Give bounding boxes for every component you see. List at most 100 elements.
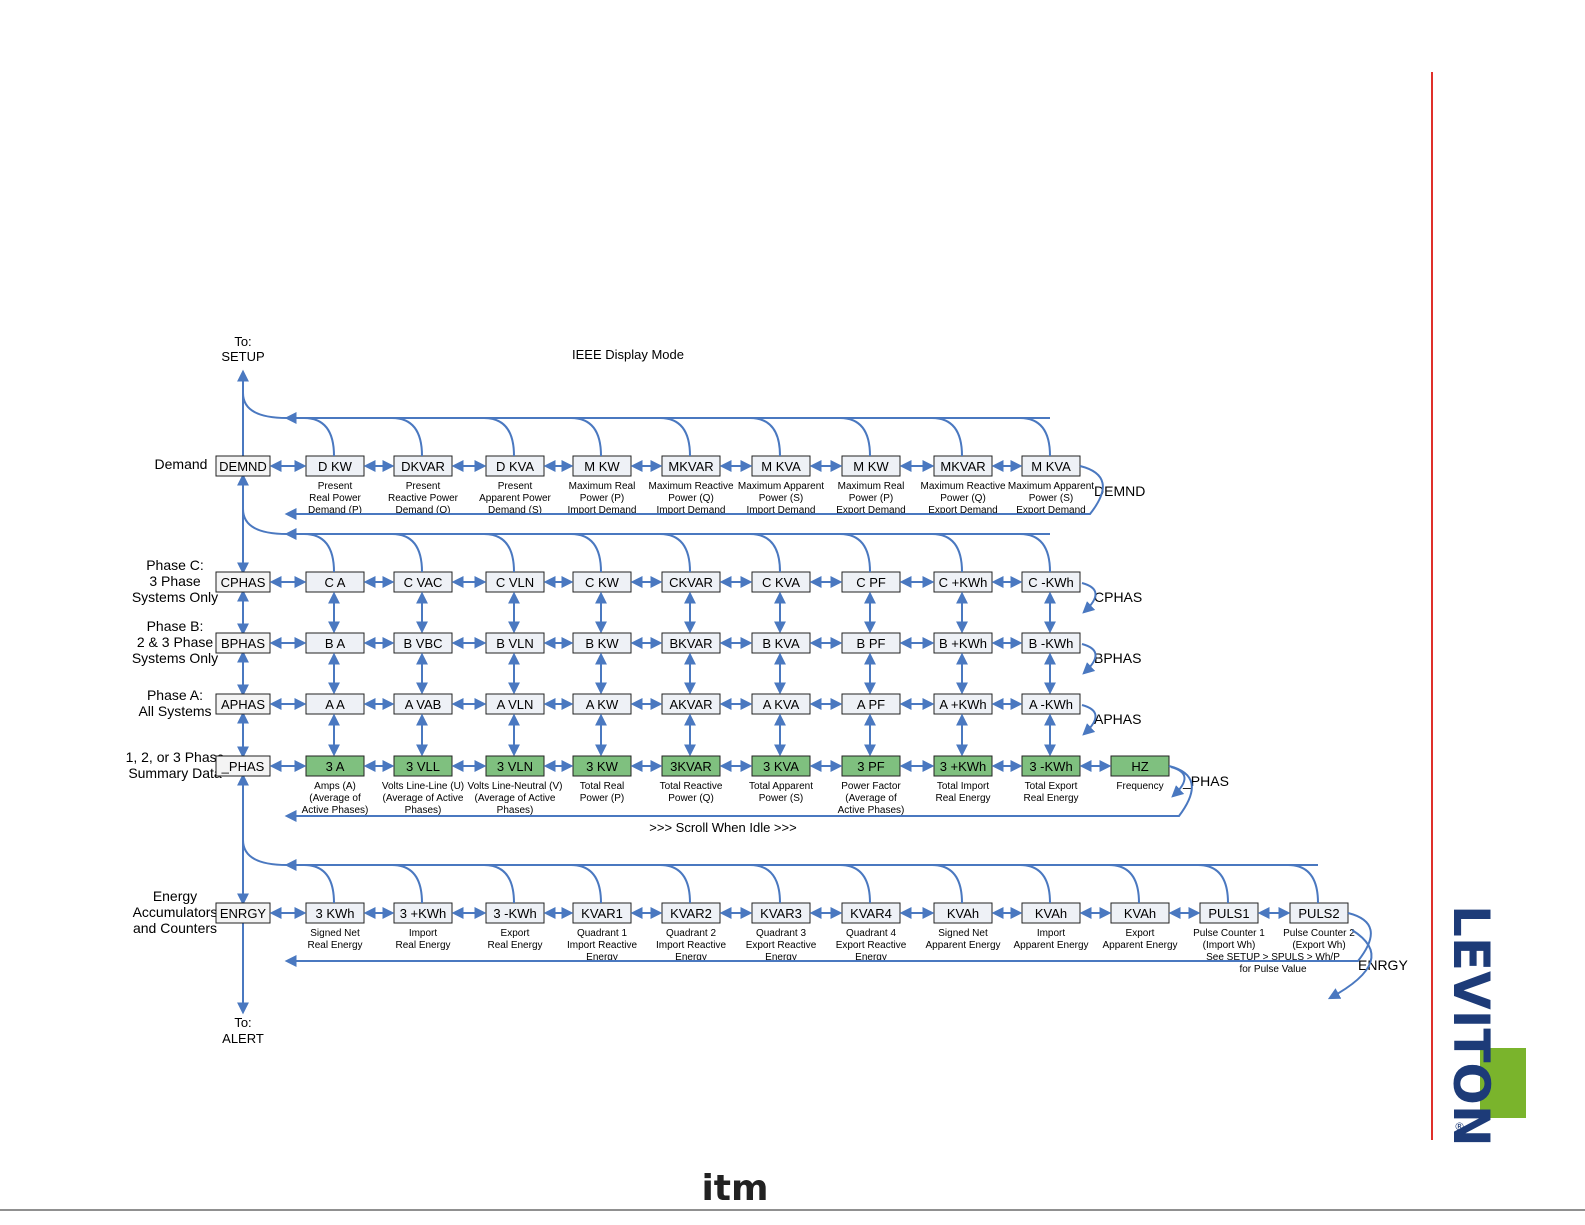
display-code: C A — [325, 575, 346, 590]
display-code: 3 PF — [857, 759, 885, 774]
loop-energy-11 — [1287, 864, 1319, 904]
display-code: A VAB — [405, 697, 442, 712]
display-code: B VBC — [403, 636, 442, 651]
display-code: MKVAR — [668, 459, 713, 474]
footer-logo: itm — [701, 1168, 768, 1209]
loop-demand-1 — [391, 417, 423, 457]
row-label-phase-c: Systems Only — [132, 589, 218, 605]
display-desc: Volts Line-Neutral (V) — [467, 781, 562, 792]
display-desc: Power (S) — [759, 793, 803, 804]
display-code: B KVA — [762, 636, 800, 651]
display-desc: Quadrant 4 — [846, 928, 896, 939]
display-code: D KW — [318, 459, 353, 474]
row-label-energy: Energy — [153, 888, 197, 904]
display-desc: Pulse Counter 2 — [1283, 928, 1355, 939]
display-code: 3 KVA — [763, 759, 799, 774]
return-curl-energy — [1327, 929, 1373, 1000]
display-desc: Import — [1037, 928, 1066, 939]
display-desc: Power (Q) — [668, 793, 714, 804]
display-desc: Power (P) — [849, 493, 893, 504]
display-desc: Phases) — [405, 805, 442, 816]
loop-energy-9 — [1108, 864, 1140, 904]
display-code: 3KVAR — [670, 759, 712, 774]
display-desc: Frequency — [1116, 781, 1163, 792]
display-desc: Reactive Power — [388, 493, 459, 504]
display-code: KVAh — [1124, 906, 1156, 921]
display-code: 3 KWh — [315, 906, 354, 921]
display-code: KVAh — [947, 906, 979, 921]
to-setup-line1: To: — [234, 334, 251, 349]
display-desc: Demand (P) — [308, 505, 362, 516]
display-desc: Import Reactive — [656, 940, 726, 951]
display-code: 3 +KWh — [940, 759, 987, 774]
display-desc: Apparent Power — [479, 493, 551, 504]
loop-phase-c-2 — [483, 533, 515, 573]
loop-energy-1 — [391, 864, 423, 904]
display-desc: (Average of Active — [383, 793, 464, 804]
display-code: B -KWh — [1029, 636, 1074, 651]
display-code: C VLN — [496, 575, 534, 590]
display-desc: Maximum Real — [838, 481, 905, 492]
display-desc: Energy — [855, 952, 887, 963]
return-curl-phase-b — [1081, 643, 1097, 675]
display-desc: Maximum Apparent — [1008, 481, 1094, 492]
display-desc: Total Export — [1025, 781, 1078, 792]
loop-demand-5 — [749, 417, 781, 457]
display-code: 3 VLL — [406, 759, 440, 774]
display-code: C PF — [856, 575, 886, 590]
display-desc: Pulse Counter 1 — [1193, 928, 1265, 939]
loop-phase-c-8 — [1019, 533, 1051, 573]
display-desc: Import Demand — [657, 505, 726, 516]
row-label-energy: and Counters — [133, 920, 217, 936]
return-curve-phase-c — [242, 508, 288, 535]
loop-phase-c-4 — [659, 533, 691, 573]
display-desc: (Average of — [309, 793, 361, 804]
logo-green-square — [1480, 1048, 1526, 1118]
display-code: C KW — [585, 575, 620, 590]
display-desc: Power Factor — [841, 781, 901, 792]
display-desc: (Average of Active — [475, 793, 556, 804]
display-desc: Phases) — [497, 805, 534, 816]
row-label-demand: Demand — [155, 456, 208, 472]
display-desc: Active Phases) — [302, 805, 369, 816]
display-desc: Export Demand — [1016, 505, 1085, 516]
row-label-phase-b: Phase B: — [147, 618, 204, 634]
mode-label-phase-a: APHAS — [221, 697, 265, 712]
display-desc: Export Reactive — [836, 940, 907, 951]
display-code: A VLN — [497, 697, 534, 712]
display-desc: Apparent Energy — [1102, 940, 1177, 951]
display-code: KVAh — [1035, 906, 1067, 921]
display-desc: Power (S) — [1029, 493, 1073, 504]
display-code: A +KWh — [939, 697, 986, 712]
display-desc: Present — [318, 481, 353, 492]
row-label-phase-b: 2 & 3 Phase — [137, 634, 213, 650]
display-desc: Present — [406, 481, 441, 492]
display-code: 3 A — [326, 759, 345, 774]
display-desc: Energy — [765, 952, 797, 963]
loop-demand-6 — [839, 417, 871, 457]
return-label-phase-a: APHAS — [1094, 711, 1141, 727]
display-code: A -KWh — [1029, 697, 1073, 712]
display-desc: (Import Wh) — [1203, 940, 1256, 951]
display-code: 3 KW — [586, 759, 619, 774]
display-code: B VLN — [496, 636, 534, 651]
return-curl-phase-c — [1081, 582, 1097, 614]
loop-demand-3 — [570, 417, 602, 457]
loop-demand-8 — [1019, 417, 1051, 457]
display-desc: Energy — [675, 952, 707, 963]
display-code: M KW — [853, 459, 889, 474]
display-code: 3 VLN — [497, 759, 533, 774]
diagram-title: IEEE Display Mode — [572, 347, 684, 362]
row-label-energy: Accumulators — [133, 904, 218, 920]
return-label-summary: _PHAS — [1182, 773, 1229, 789]
loop-energy-6 — [839, 864, 871, 904]
display-desc: Signed Net — [938, 928, 988, 939]
mode-label-summary: _PHAS — [221, 759, 265, 774]
display-desc: Export Reactive — [746, 940, 817, 951]
display-desc: Power (Q) — [940, 493, 986, 504]
display-desc: Active Phases) — [838, 805, 905, 816]
display-desc: Maximum Apparent — [738, 481, 824, 492]
display-desc: Total Import — [937, 781, 989, 792]
